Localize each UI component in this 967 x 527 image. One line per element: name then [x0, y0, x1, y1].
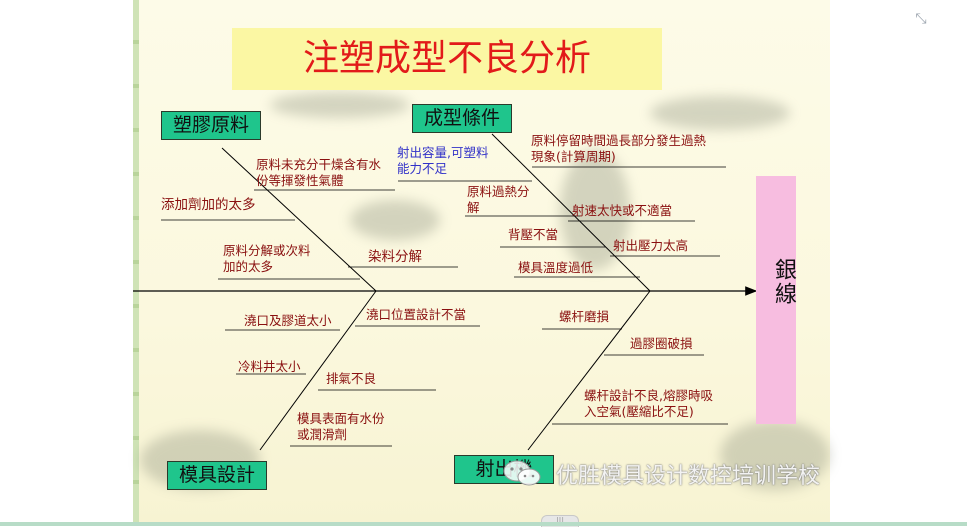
- cause-material-dye: 染料分解: [368, 249, 422, 265]
- ink-wash-decoration: [350, 200, 440, 240]
- cause-material-additive: 添加劑加的太多: [161, 197, 256, 213]
- effect-box: [756, 176, 796, 424]
- cause-material-decomposition-line2: 加的太多: [223, 259, 274, 274]
- cause-material-moisture-line1: 原料未充分干燥含有水: [256, 157, 382, 172]
- shrink-arrows-icon[interactable]: ⤡: [915, 11, 927, 27]
- cause-process-overheat-line1: 原料過熱分: [467, 184, 530, 199]
- cause-process-capacity-line1: 射出容量,可塑料: [397, 145, 489, 160]
- bamboo-decoration: [133, 0, 139, 526]
- cause-mold-gate-size: 澆口及膠道太小: [244, 313, 332, 328]
- category-material: 塑膠原料: [161, 111, 261, 140]
- cause-mold-surface-line2: 或潤滑劑: [297, 427, 348, 442]
- wechat-icon: [503, 460, 541, 486]
- bone-process: [491, 133, 651, 292]
- cause-process-residence-line2: 現象(計算周期): [531, 149, 616, 164]
- cause-process-residence-line1: 原料停留時間過長部分發生過熱: [531, 133, 707, 148]
- cause-process-capacity-line2: 能力不足: [397, 161, 448, 176]
- cause-material-moisture-line2: 份等揮發性氣體: [256, 173, 344, 188]
- cause-injection-screw-design-line1: 螺杆設計不良,熔膠時吸: [584, 388, 713, 403]
- category-process: 成型條件: [412, 104, 512, 133]
- ink-wash-decoration: [720, 420, 830, 490]
- cause-process-mold-temp: 模具溫度過低: [518, 260, 594, 275]
- bone-injection: [527, 290, 651, 451]
- bone-mold: [259, 290, 377, 451]
- ink-wash-decoration: [270, 92, 410, 118]
- bottom-bar: [0, 522, 967, 526]
- effect-label: 銀線: [771, 258, 796, 306]
- cause-process-backpressure: 背壓不當: [508, 227, 559, 242]
- cause-mold-gate-position: 澆口位置設計不當: [366, 307, 467, 322]
- cause-mold-venting: 排氣不良: [326, 371, 377, 386]
- watermark-text: 优胜模具设计数控培训学校: [556, 464, 821, 489]
- title-banner: [232, 28, 662, 90]
- cause-material-decomposition-line1: 原料分解或次料: [223, 243, 311, 258]
- cause-injection-check-ring: 過膠圈破損: [630, 336, 693, 351]
- cause-injection-screw-wear: 螺杆磨損: [559, 309, 610, 324]
- category-mold: 模具設計: [167, 461, 267, 490]
- cause-process-pressure: 射出壓力太高: [613, 238, 689, 253]
- cause-mold-surface-line1: 模具表面有水份: [297, 411, 385, 426]
- ink-wash-decoration: [560, 150, 630, 270]
- ink-wash-decoration: [650, 96, 790, 130]
- cause-injection-screw-design-line2: 入空氣(壓縮比不足): [584, 404, 694, 419]
- cause-mold-cold-well: 冷料井太小: [238, 359, 301, 374]
- page-title: 注塑成型不良分析: [302, 38, 591, 79]
- cause-process-overheat-line2: 解: [467, 200, 480, 215]
- cause-process-speed: 射速太快或不適當: [572, 203, 673, 218]
